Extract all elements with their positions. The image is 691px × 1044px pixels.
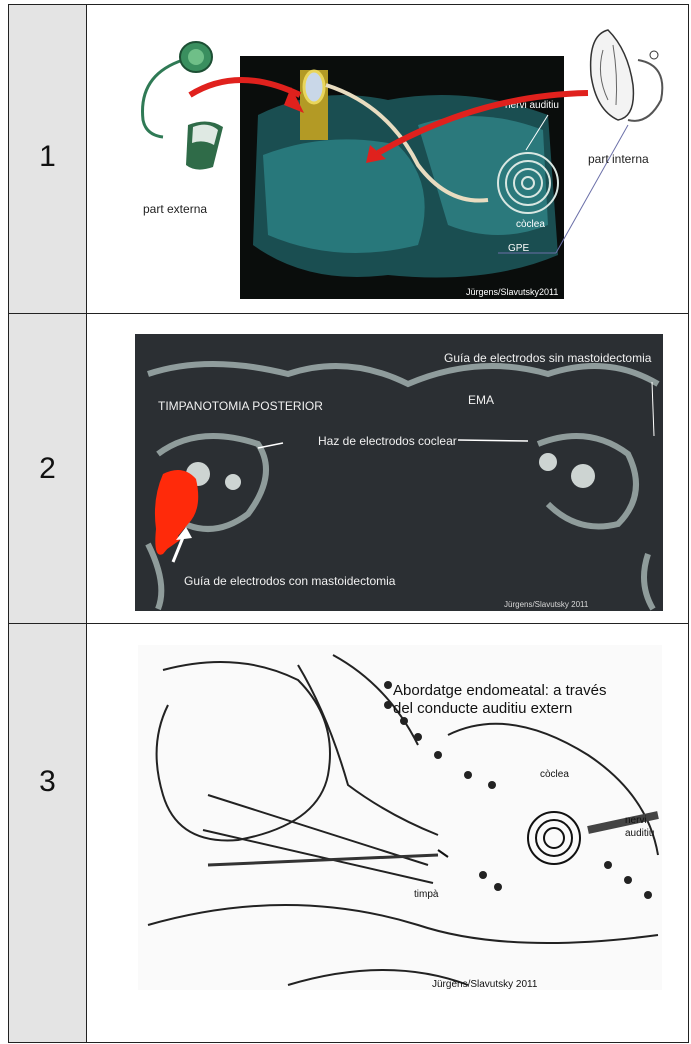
- row-number-3: 3: [9, 765, 86, 799]
- cochlea-label: còclea: [516, 219, 545, 230]
- credit-text: Jürgens/Slavutsky2011: [466, 287, 558, 297]
- row-3-cell: Abordatge endomeatal: a través del condu…: [88, 625, 688, 1044]
- row-divider: [9, 623, 688, 624]
- guide-with-label: Guía de electrodos con mastoidectomia: [184, 574, 396, 588]
- bundle-label: Haz de electrodos coclear: [318, 434, 457, 448]
- row-number-2: 2: [9, 452, 86, 486]
- internal-part-label: part interna: [588, 152, 649, 166]
- ema-label: EMA: [468, 393, 494, 407]
- ct-scan-image: Guía de electrodos sin mastoidectomia TI…: [88, 314, 688, 623]
- gpe-label: GPE: [508, 243, 529, 254]
- row-2-cell: Guía de electrodos sin mastoidectomia TI…: [88, 314, 688, 623]
- external-part-illustration: [143, 42, 224, 170]
- external-part-label: part externa: [143, 202, 207, 216]
- credit-text: Jürgens/Slavutsky 2011: [432, 979, 538, 990]
- eardrum-label: timpà: [414, 889, 439, 900]
- credit-text: Jürgens/Slavutsky 2011: [504, 600, 589, 609]
- cochlea-label: còclea: [540, 769, 569, 780]
- figure-table: 1 2 3 nervi auditiu còclea GPE Jürgens/S…: [8, 4, 689, 1043]
- row-number-1: 1: [9, 140, 86, 174]
- nerve-label-line2: auditiu: [625, 828, 654, 839]
- approach-title-line1: Abordatge endomeatal: a través: [393, 682, 606, 699]
- endomeatal-diagram: Abordatge endomeatal: a través del condu…: [88, 625, 688, 1025]
- nerve-label-line1: nervi: [625, 815, 647, 826]
- implant-diagram: nervi auditiu còclea GPE Jürgens/Slavuts…: [88, 5, 688, 313]
- guide-without-label: Guía de electrodos sin mastoidectomia: [444, 351, 652, 365]
- row-1-cell: nervi auditiu còclea GPE Jürgens/Slavuts…: [88, 5, 688, 313]
- approach-title-line2: del conducte auditiu extern: [393, 700, 572, 717]
- posterior-label: TIMPANOTOMIA POSTERIOR: [158, 399, 323, 413]
